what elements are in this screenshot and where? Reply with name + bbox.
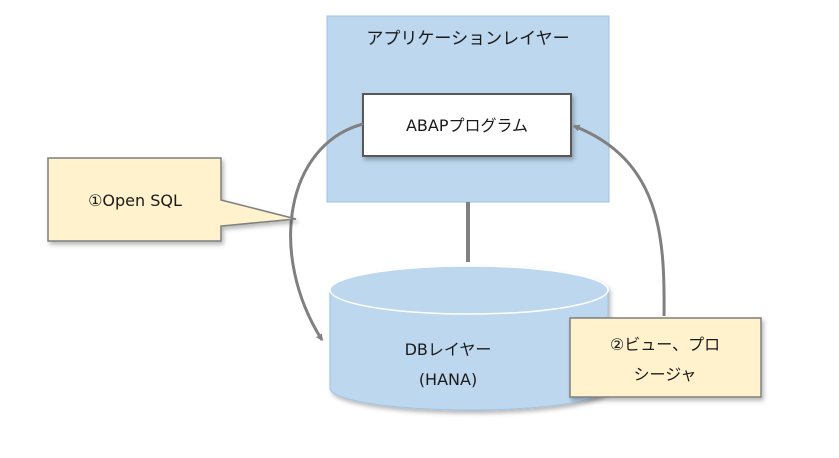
view-procedure-callout (569, 317, 762, 398)
db-layer-label: DBレイヤー (405, 340, 492, 359)
abap-program-box (362, 93, 572, 157)
view-procedure-callout-sublabel: シージャ (634, 365, 697, 384)
application-layer-label: アプリケーションレイヤー (366, 29, 569, 49)
open-sql-callout (47, 157, 297, 242)
view-procedure-callout-label: ②ビュー、プロ (610, 335, 720, 354)
view-procedure-arrow (572, 124, 666, 317)
db-layer-cylinder (329, 265, 609, 411)
open-sql-callout-label: ①Open SQL (88, 191, 182, 210)
db-layer-sublabel: (HANA) (419, 370, 477, 389)
abap-program-label: ABAPプログラム (406, 116, 528, 135)
open-sql-arrow (289, 122, 364, 342)
